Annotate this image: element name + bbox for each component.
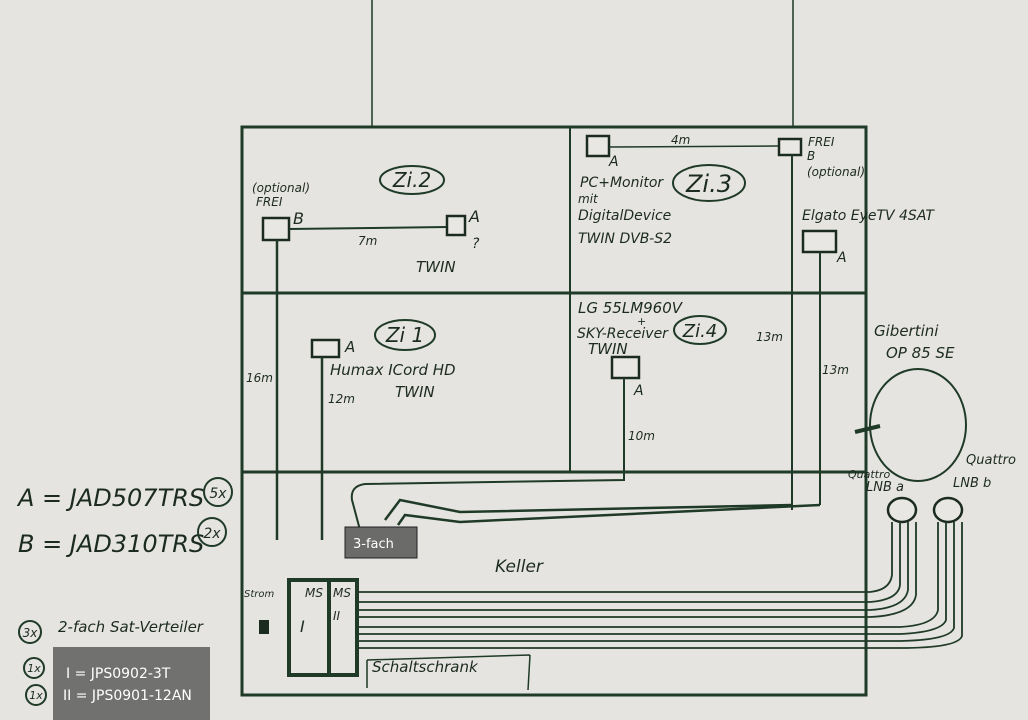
cable-length: 12m (328, 392, 355, 406)
elgato-label: Elgato EyeTV 4SAT (802, 208, 935, 224)
lnb-label: Quattro (966, 453, 1016, 468)
cabinet-label: Schaltschrank (372, 658, 479, 676)
cable (288, 226, 448, 230)
free-note: FREI (256, 195, 283, 209)
overlay-ms-legend (53, 647, 210, 720)
device-label: DigitalDevice (578, 208, 671, 224)
basement-label: Keller (495, 557, 544, 577)
ms-label: MS (333, 586, 351, 600)
count-circle (197, 517, 227, 547)
socket-icon-a (445, 214, 467, 237)
free-note: FREI (808, 135, 835, 149)
device-label: TWIN (416, 258, 456, 276)
socket-type: B (807, 149, 815, 163)
ms1-def: I = JPS0902-3T (66, 666, 171, 682)
device-label: TWIN (395, 383, 435, 401)
legend-a: A = JAD507TRS (16, 484, 204, 512)
socket-type: A (836, 250, 847, 266)
socket-type: A (344, 338, 355, 356)
satellite-dish (869, 368, 967, 482)
ms-label: MS (305, 586, 323, 600)
room-label-zi3: Zi.3 (685, 170, 732, 198)
ms2-def: II = JPS0901-12AN (63, 688, 192, 704)
room-label-zi4: Zi.4 (682, 321, 718, 342)
socket-type: A (608, 154, 619, 170)
cable-length: 16m (246, 371, 273, 385)
count-circle (203, 477, 233, 507)
device-label: + (637, 315, 646, 328)
socket-type: B (293, 209, 304, 228)
count-circle (23, 657, 45, 679)
device-label: mit (578, 192, 599, 206)
device-label: LG 55LM960V (578, 299, 684, 317)
cable-length: 13m (822, 363, 849, 377)
question-mark: ? (472, 236, 480, 252)
socket-icon-b (777, 137, 803, 157)
socket-type: A (633, 383, 644, 399)
room-label-circle (673, 315, 727, 345)
optional-note: (optional) (252, 181, 310, 195)
lnb-label: LNB b (953, 476, 991, 491)
dish-mount (854, 424, 881, 434)
cable (350, 378, 625, 531)
power-label: Strom (244, 589, 274, 600)
room-label-circle (379, 165, 445, 195)
ms1-count: 1x (27, 662, 41, 675)
device-label: PC+Monitor (580, 175, 664, 191)
lnb-label: Quattro (848, 468, 891, 481)
overlay-3fach-box (344, 526, 418, 559)
device-label: Humax ICord HD (330, 361, 456, 379)
multiswitch-2 (327, 578, 359, 677)
cable-length: 13m (756, 330, 783, 344)
socket-icon-a (310, 338, 341, 359)
room-label-circle (374, 319, 436, 351)
device-label: TWIN DVB-S2 (578, 231, 672, 247)
socket-type: A (468, 207, 480, 226)
legend-a-count: 5x (209, 486, 227, 502)
plug-icon (259, 620, 269, 634)
socket-icon-a (801, 229, 838, 254)
optional-note: (optional) (807, 165, 865, 179)
overlay-3fach-label: 3-fach (353, 537, 394, 552)
ms-number: I (300, 617, 305, 636)
lnb-cables (357, 522, 963, 649)
cable (608, 145, 780, 148)
cabinet-outline (366, 654, 531, 691)
ms-number: II (333, 609, 341, 623)
cable-length: 10m (628, 429, 655, 443)
socket-icon-a (585, 134, 611, 158)
splitter-count: 3x (23, 626, 39, 640)
dish-label: Gibertini (874, 322, 939, 340)
ms2-count: 1x (29, 689, 43, 702)
device-label: SKY-Receiver (577, 326, 669, 342)
room-label-circle (672, 164, 746, 202)
legend-b: B = JAD310TRS (18, 530, 204, 558)
count-circle (18, 620, 42, 644)
lnb-a-icon (886, 496, 918, 524)
dish-label: OP 85 SE (886, 344, 955, 362)
cable-length: 4m (671, 133, 690, 147)
count-circle (25, 684, 47, 706)
socket-icon-b (261, 216, 291, 242)
house-outline (240, 125, 868, 697)
legend-b-count: 2x (203, 526, 221, 542)
cable (384, 498, 793, 521)
cable (396, 503, 821, 526)
cable-length: 7m (358, 234, 377, 248)
splitter-label: 2-fach Sat-Verteiler (58, 618, 204, 636)
lnb-label: LNB a (866, 480, 904, 495)
device-label: TWIN (588, 340, 628, 358)
lnb-b-icon (932, 496, 964, 524)
room-label-zi1: Zi 1 (385, 323, 424, 347)
room-label-zi2: Zi.2 (392, 168, 431, 192)
socket-icon-a (610, 355, 641, 380)
